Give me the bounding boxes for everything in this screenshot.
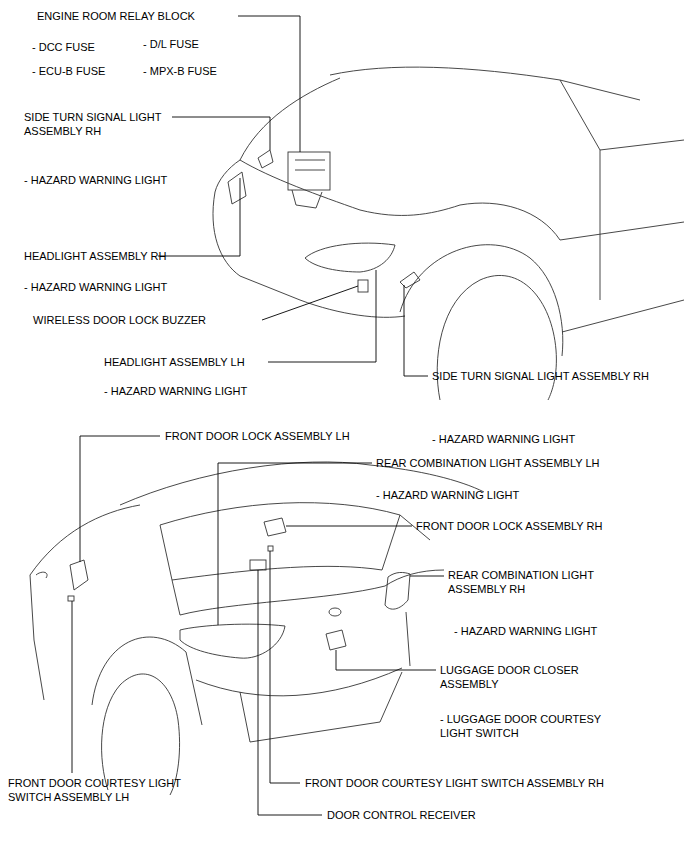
part-label: REAR COMBINATION LIGHT ASSEMBLY RH (448, 568, 613, 596)
front-car (213, 67, 684, 400)
part-label: FRONT DOOR LOCK ASSEMBLY RH (416, 519, 602, 533)
rear-car (30, 462, 484, 795)
leader-lines (72, 16, 444, 815)
part-label: FRONT DOOR COURTESY LIGHT SWITCH ASSEMBL… (8, 776, 218, 804)
part-label: REAR COMBINATION LIGHT ASSEMBLY LH (376, 456, 600, 470)
part-label: - MPX-B FUSE (143, 64, 217, 78)
part-label: LUGGAGE DOOR CLOSER ASSEMBLY (440, 663, 590, 691)
part-label: - LUGGAGE DOOR COURTESY LIGHT SWITCH (440, 712, 625, 740)
part-label: - D/L FUSE (143, 37, 199, 51)
part-label: - ECU-B FUSE (32, 64, 105, 78)
part-label: - HAZARD WARNING LIGHT (24, 173, 167, 187)
part-label: - HAZARD WARNING LIGHT (24, 280, 167, 294)
part-label: FRONT DOOR LOCK ASSEMBLY LH (165, 429, 350, 443)
part-label: HEADLIGHT ASSEMBLY LH (104, 355, 245, 369)
part-label: - DCC FUSE (32, 40, 95, 54)
part-label: ENGINE ROOM RELAY BLOCK (37, 9, 195, 23)
part-label: SIDE TURN SIGNAL LIGHT ASSEMBLY RH (432, 369, 649, 383)
part-label: - HAZARD WARNING LIGHT (376, 488, 519, 502)
part-label: DOOR CONTROL RECEIVER (327, 808, 476, 822)
part-label: - HAZARD WARNING LIGHT (104, 384, 247, 398)
part-label: - HAZARD WARNING LIGHT (432, 432, 575, 446)
part-label: WIRELESS DOOR LOCK BUZZER (33, 313, 206, 327)
part-label: HEADLIGHT ASSEMBLY RH (24, 249, 166, 263)
part-label: - HAZARD WARNING LIGHT (454, 624, 597, 638)
part-label: FRONT DOOR COURTESY LIGHT SWITCH ASSEMBL… (305, 776, 604, 790)
part-label: SIDE TURN SIGNAL LIGHT ASSEMBLY RH (24, 110, 169, 138)
